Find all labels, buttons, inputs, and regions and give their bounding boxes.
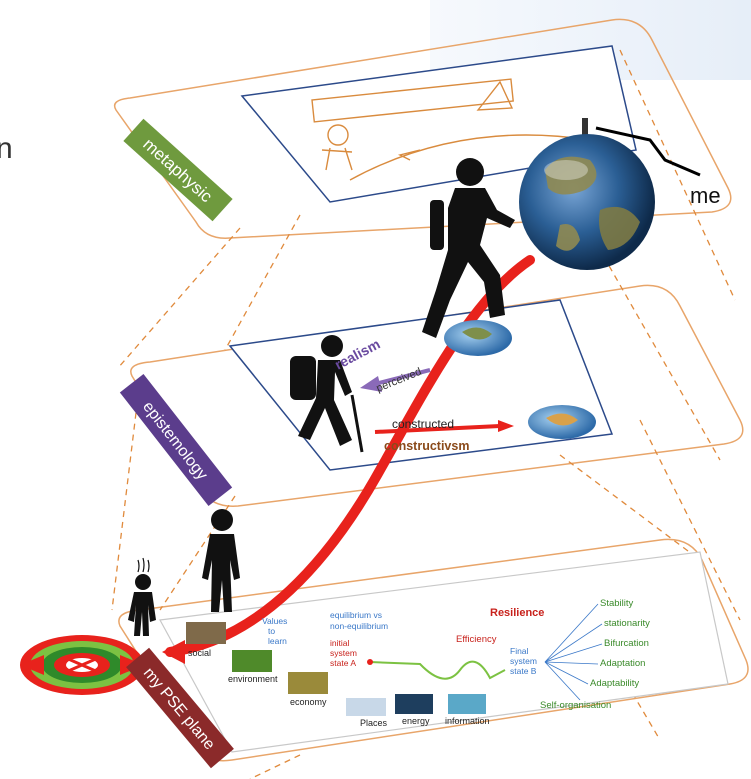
initial-state-line-2: system <box>330 648 357 658</box>
tile-information-label: information <box>445 716 490 726</box>
journey-arrow <box>162 640 185 664</box>
tile-energy-label: energy <box>402 716 430 726</box>
earth-globe <box>519 134 655 270</box>
tile-places-label: Places <box>360 718 388 728</box>
metaphysic-label-box: metaphysic <box>123 118 233 222</box>
partial-left-character: n <box>0 132 13 165</box>
efficiency-label: Efficiency <box>456 634 497 645</box>
journey-path <box>165 255 535 657</box>
state-a-marker <box>367 659 373 665</box>
epistemology-label: epistemology <box>139 399 210 484</box>
equilibrium-line-2: non-equilibrium <box>330 621 388 631</box>
epistemology-label-box: epistemology <box>119 374 233 506</box>
standing-figure-icon <box>202 509 240 612</box>
target-compass-icon <box>20 635 144 695</box>
realism-arrow <box>360 368 431 392</box>
constructed-arrow <box>374 420 514 434</box>
initial-state-line-1: initial <box>330 638 349 648</box>
me-label: me <box>690 183 721 208</box>
constructivism-label: constructivsm <box>384 439 469 453</box>
final-state-line-1: Final <box>510 646 529 656</box>
tile-economy-label: economy <box>290 697 327 707</box>
plane-epistemology <box>130 284 744 507</box>
property-stability: Stability <box>600 598 634 609</box>
state-transition-curve <box>369 660 506 680</box>
tile-environment-label: environment <box>228 674 278 684</box>
pse-tiles <box>186 622 486 716</box>
property-adaptability: Adaptability <box>590 678 639 689</box>
property-connectors <box>544 603 603 701</box>
property-adaptation: Adaptation <box>600 658 645 669</box>
small-standing-figure-icon <box>128 557 156 636</box>
me-pointer-line <box>595 126 701 177</box>
small-globe-2 <box>528 405 596 439</box>
plane-pse <box>118 538 749 762</box>
final-state-line-2: system <box>510 656 537 666</box>
property-self-organisation: Self-organisation <box>540 700 611 711</box>
final-state-line-3: state B <box>510 666 537 676</box>
constructed-label: constructed <box>392 417 454 431</box>
small-globe-1 <box>444 320 512 356</box>
sticker-learn: learn <box>268 636 287 646</box>
equilibrium-line-1: equilibrium vs <box>330 610 382 620</box>
property-stationarity: stationarity <box>604 618 650 629</box>
tile-social-label: social <box>188 648 211 658</box>
property-bifurcation: Bifurcation <box>604 638 649 649</box>
sticker-values: Values <box>262 616 287 626</box>
resilience-label: Resilience <box>490 607 544 619</box>
sticker-to: to <box>268 626 275 636</box>
pse-panel <box>159 551 729 753</box>
hiker-figure-icon <box>290 335 364 453</box>
initial-state-line-3: state A <box>330 658 356 668</box>
walking-figure-icon <box>422 158 515 338</box>
plane-metaphysic <box>113 18 732 239</box>
